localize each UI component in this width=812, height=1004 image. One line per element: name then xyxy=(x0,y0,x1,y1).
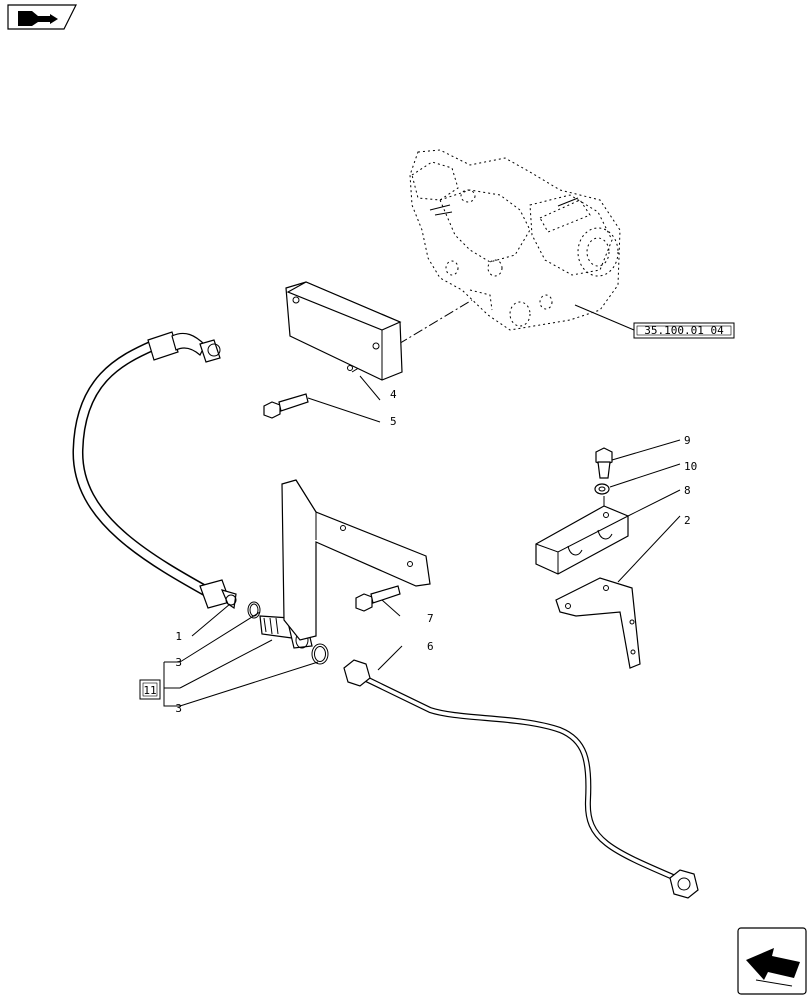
callout-1: 1 xyxy=(175,630,182,643)
callout-3-lower: 3 xyxy=(175,702,182,715)
callout-8: 8 xyxy=(684,484,691,497)
steel-pipe xyxy=(343,659,699,899)
reference-code: 35.100.01 04 xyxy=(644,324,724,337)
callout-10: 10 xyxy=(684,460,697,473)
callout-3-upper: 3 xyxy=(175,656,182,669)
reference-code-box[interactable]: 35.100.01 04 xyxy=(574,304,735,339)
kit-label: 11 xyxy=(143,684,156,697)
o-ring-lower xyxy=(311,643,329,665)
mounting-bracket xyxy=(281,479,431,641)
hydraulic-hose xyxy=(72,331,237,610)
callout-6: 6 xyxy=(427,640,434,653)
support-bracket xyxy=(555,577,641,669)
leader-lines xyxy=(191,375,681,671)
bolt-9 xyxy=(595,447,613,479)
control-valve xyxy=(409,149,621,331)
book-arrow-icon xyxy=(18,11,58,26)
next-page-button[interactable] xyxy=(737,927,807,995)
callout-7: 7 xyxy=(427,612,434,625)
bolt-5 xyxy=(263,393,309,419)
clamp-block xyxy=(535,505,629,575)
prev-page-button[interactable] xyxy=(7,4,77,30)
cover-plate xyxy=(285,281,403,381)
callout-2: 2 xyxy=(684,514,691,527)
callout-4: 4 xyxy=(390,388,397,401)
callout-9: 9 xyxy=(684,434,691,447)
callout-5: 5 xyxy=(390,415,397,428)
bolt-7 xyxy=(355,585,401,612)
next-page-arrow-icon xyxy=(746,948,800,987)
kit-bracket xyxy=(163,611,319,707)
kit-label-box[interactable]: 11 xyxy=(139,679,161,700)
washer-10 xyxy=(594,483,610,495)
